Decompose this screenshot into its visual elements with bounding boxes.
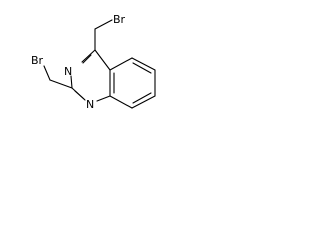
atom-label-br-bottom: Br (31, 54, 44, 67)
bond-n1-c8a (96, 95, 111, 102)
atom-label-n-lower: N (86, 98, 94, 111)
bond-c4-n3 (81, 49, 96, 63)
atom-label-n-upper: N (64, 65, 72, 78)
molecule-drawing: Br N N Br (31, 13, 156, 111)
bond-ch2-br-bottom (43, 65, 51, 81)
bond-n3-c2 (70, 75, 73, 89)
bonds (43, 19, 156, 109)
bond-c4-n3-inner (82, 54, 92, 64)
bond-br-ch2-top (94, 19, 113, 30)
atom-label-br-top: Br (113, 13, 126, 26)
bond-c7-c8-inner (132, 92, 152, 104)
bond-c5-c6-inner (132, 62, 152, 74)
bond-c2-ch2 (49, 79, 73, 89)
bond-c8-c8a (109, 95, 133, 109)
bond-c4a-c4 (94, 49, 111, 71)
bond-c4a-c5 (109, 57, 133, 71)
bond-c5-c6 (131, 57, 156, 71)
structure-canvas: Br N N Br (0, 0, 179, 125)
bond-c2-n1-inner (74, 90, 85, 100)
bond-c7-c8 (131, 95, 156, 109)
atom-labels: Br N N Br (31, 13, 126, 111)
